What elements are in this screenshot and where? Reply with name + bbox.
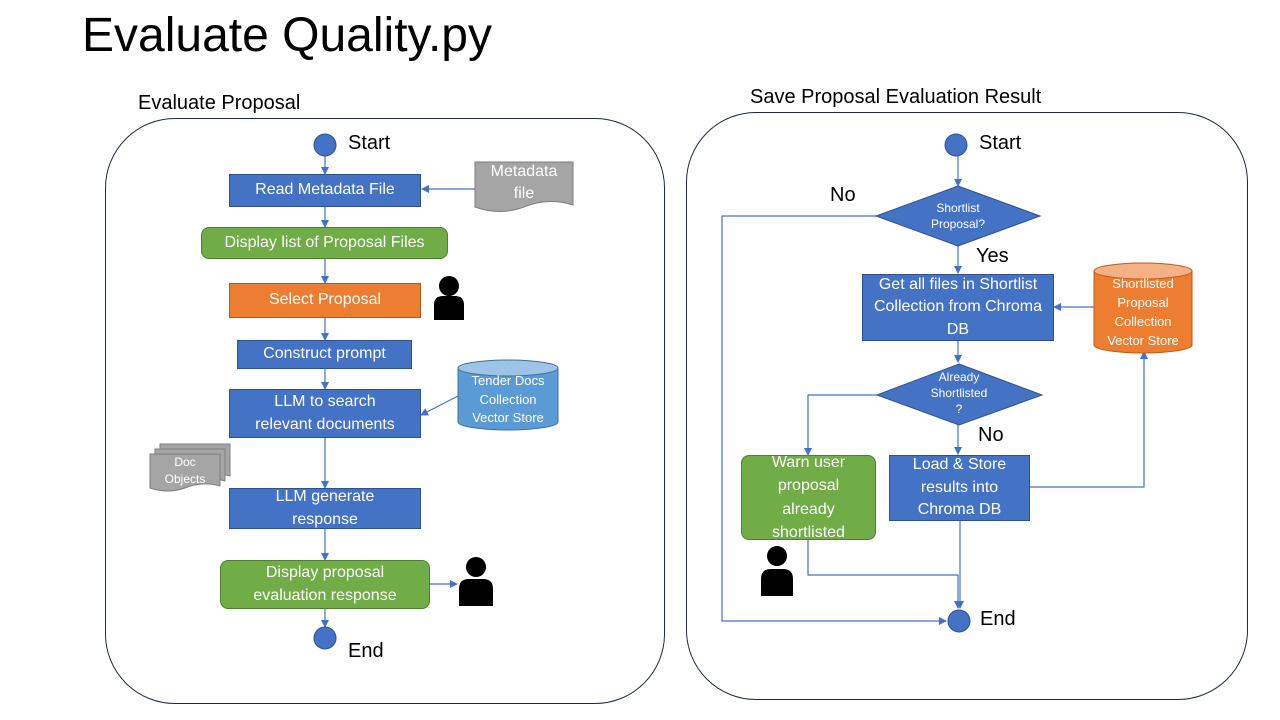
no-label-shortlist: No xyxy=(830,184,856,206)
right-end-node xyxy=(947,609,971,633)
left-start-node xyxy=(313,133,337,157)
select-proposal-step: Select Proposal xyxy=(229,283,421,318)
shortlist-question: Shortlist Proposal? xyxy=(930,200,986,231)
get-files-step: Get all files in Shortlist Collection fr… xyxy=(862,274,1054,341)
save-result-panel xyxy=(686,112,1248,700)
shortlisted-store-label: Shortlisted Proposal Collection Vector S… xyxy=(1107,276,1179,348)
left-end-node xyxy=(313,626,337,650)
left-end-label: End xyxy=(348,640,384,662)
already-shortlisted-decision-shape xyxy=(875,363,1044,426)
warn-user-step: Warn user proposal already shortlisted xyxy=(741,454,876,541)
page-title: Evaluate Quality.py xyxy=(82,9,492,62)
llm-generate-step: LLM generate response xyxy=(229,488,421,529)
display-list-step: Display list of Proposal Files xyxy=(201,227,448,259)
right-start-node xyxy=(944,133,968,157)
read-metadata-step: Read Metadata File xyxy=(229,174,421,207)
right-end-label: End xyxy=(980,608,1016,630)
right-start-label: Start xyxy=(979,132,1022,154)
already-shortlisted-question: Already Shortlisted ? xyxy=(930,369,988,417)
shortlisted-store-cylinder-icon xyxy=(1093,262,1193,354)
load-store-step: Load & Store results into Chroma DB xyxy=(889,455,1030,521)
no-label-already: No xyxy=(978,424,1004,446)
metadata-file-icon xyxy=(474,161,574,212)
display-response-step: Display proposal evaluation response xyxy=(220,560,430,609)
construct-prompt-step: Construct prompt xyxy=(237,340,412,369)
doc-objects-stacked-documents-icon xyxy=(149,443,231,492)
save-result-title: Save Proposal Evaluation Result xyxy=(750,86,1042,108)
evaluate-proposal-title: Evaluate Proposal xyxy=(138,92,301,114)
doc-objects-label: Doc Objects xyxy=(164,455,206,486)
metadata-file-label: Metadata file xyxy=(490,163,558,202)
user-icon xyxy=(761,546,793,596)
user-icon xyxy=(434,276,464,320)
user-icon xyxy=(459,557,493,606)
left-start-label: Start xyxy=(348,132,391,154)
yes-label: Yes xyxy=(976,245,1009,267)
shortlist-decision-shape xyxy=(874,185,1042,247)
llm-search-step: LLM to search relevant documents xyxy=(229,389,421,438)
tender-store-label: Tender Docs Collection Vector Store xyxy=(471,372,545,426)
tender-docs-cylinder-icon xyxy=(457,359,559,431)
evaluate-proposal-panel xyxy=(105,118,665,704)
